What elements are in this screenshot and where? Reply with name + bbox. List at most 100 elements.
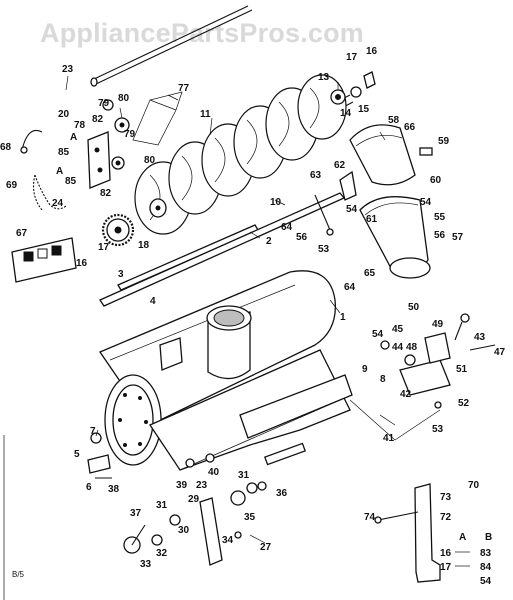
chute-deflector-part-58 (349, 124, 433, 186)
callout: 60 (430, 175, 442, 186)
crank-bracket-part-62 (314, 170, 357, 236)
callout: 8 (380, 374, 386, 385)
callout: 48 (406, 342, 418, 353)
callout: 73 (440, 492, 452, 503)
watermark-text: AppliancePartsPros.com (40, 18, 364, 48)
callout: 42 (400, 389, 412, 400)
callout: 24 (52, 198, 64, 209)
callout: 64 (281, 222, 293, 233)
bottom-hardware (87, 432, 267, 566)
callout: 27 (260, 542, 272, 553)
drive-shaft (90, 5, 253, 87)
callout: 16 (366, 46, 378, 57)
callout: 23 (196, 480, 208, 491)
callout: 5 (74, 449, 80, 460)
callout: 15 (358, 104, 370, 115)
callout: 54 (420, 197, 432, 208)
callout: 53 (432, 424, 444, 435)
callout: 11 (200, 109, 211, 120)
callout: 80 (144, 155, 156, 166)
sprocket-part-18 (101, 213, 135, 247)
callout: 80 (118, 93, 130, 104)
legend-col-b: B (485, 532, 492, 543)
callout: 17 (98, 242, 110, 253)
callout: 54 (372, 329, 384, 340)
callout: 4 (150, 296, 156, 307)
callout: 36 (276, 488, 288, 499)
callout: 14 (340, 108, 352, 119)
callout: 6 (86, 482, 92, 493)
callout-labels: 23 20 79 80 77 82 79 78 A 68 85 80 69 A … (0, 46, 506, 570)
callout: 40 (208, 467, 220, 478)
callout: 57 (452, 232, 464, 243)
callout: 41 (383, 433, 395, 444)
callout: 43 (474, 332, 486, 343)
callout: 51 (456, 364, 468, 375)
callout: 16 (76, 258, 88, 269)
clamp-part-68 (20, 129, 43, 154)
callout: 3 (118, 269, 124, 280)
legend-b-row-3: 54 (480, 576, 492, 587)
callout: 59 (438, 136, 450, 147)
callout: 77 (178, 83, 190, 94)
callout: 68 (0, 142, 12, 153)
auger-assembly (134, 74, 354, 235)
legend-col-a: A (459, 532, 466, 543)
bearing-bracket (87, 99, 130, 189)
callout: 34 (222, 535, 234, 546)
chain-part-24 (33, 174, 67, 211)
callout: 82 (92, 114, 104, 125)
callout: 79 (124, 129, 136, 140)
callout: 78 (74, 120, 86, 131)
callout: 45 (392, 324, 404, 335)
callout: 9 (362, 364, 368, 375)
top-bearing (330, 71, 376, 105)
callout: 63 (310, 170, 322, 181)
callout: 70 (468, 480, 480, 491)
auger-housing-part-1 (99, 270, 353, 471)
callout: 67 (16, 228, 28, 239)
callout: 37 (130, 508, 142, 519)
callout: A (56, 166, 63, 177)
callout: 31 (238, 470, 250, 481)
callout: 29 (188, 494, 200, 505)
shave-plate-part-2 (117, 224, 259, 291)
callout: 30 (178, 525, 190, 536)
callout: 56 (296, 232, 308, 243)
callout: 33 (140, 559, 152, 570)
callout: 20 (58, 109, 70, 120)
callout: 85 (58, 147, 70, 158)
callout: 56 (434, 230, 446, 241)
callout: 1 (340, 312, 346, 323)
skid-part-72 (374, 483, 441, 583)
callout: 38 (108, 484, 120, 495)
callout: 64 (344, 282, 356, 293)
callout: 32 (156, 548, 168, 559)
callout: 52 (458, 398, 470, 409)
callout: 13 (318, 72, 330, 83)
callout: 18 (138, 240, 150, 251)
callout: 65 (364, 268, 376, 279)
callout: 39 (176, 480, 188, 491)
callout: 50 (408, 302, 420, 313)
discharge-chute-part-55 (359, 196, 431, 279)
callout: 44 (392, 342, 404, 353)
callout: 54 (346, 204, 358, 215)
callout: 62 (334, 160, 346, 171)
callout: 23 (62, 64, 74, 75)
callout: 53 (318, 244, 330, 255)
callout: 58 (388, 115, 400, 126)
callout: 17 (346, 52, 358, 63)
legend-a-row-1: 16 (440, 548, 452, 559)
legend-b-row-1: 83 (480, 548, 492, 559)
callout: 82 (100, 188, 112, 199)
callout: 10 (270, 197, 282, 208)
bracket-part-77 (132, 91, 183, 146)
decal-part-67 (11, 237, 77, 283)
callout: 7 (90, 426, 96, 437)
callout: 69 (6, 180, 18, 191)
callout: 85 (65, 176, 77, 187)
callout: 55 (434, 212, 446, 223)
callout: 49 (432, 319, 444, 330)
